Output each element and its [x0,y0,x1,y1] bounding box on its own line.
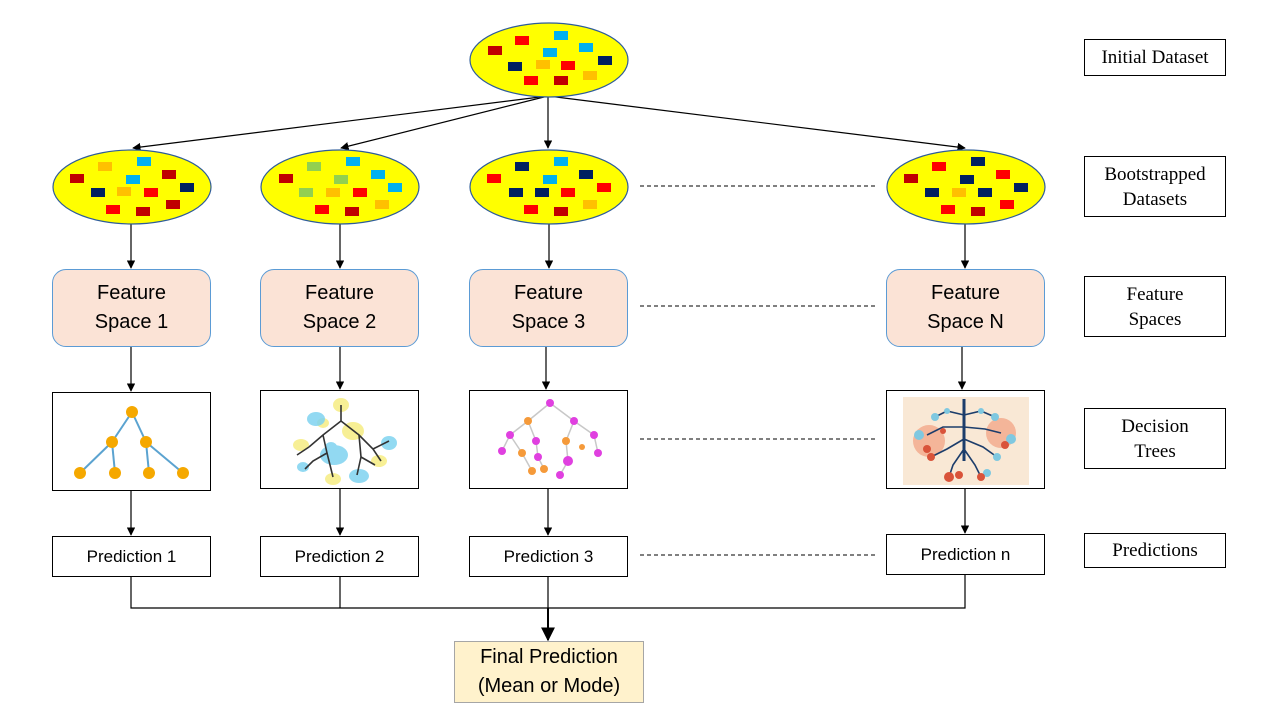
decision-tree-1 [52,392,211,491]
decision-tree-2 [260,390,419,489]
data-sample-block [561,188,575,197]
data-sample-block [554,207,568,216]
data-sample-block [904,174,918,183]
data-sample-block [70,174,84,183]
data-sample-block [371,170,385,179]
data-sample-block [941,205,955,214]
prediction-n: Prediction n [886,534,1045,575]
data-sample-block [579,170,593,179]
data-sample-block [166,200,180,209]
data-sample-block [307,162,321,171]
data-sample-block [524,205,538,214]
data-sample-block [597,183,611,192]
data-sample-block [960,175,974,184]
data-sample-block [509,188,523,197]
data-sample-block [554,31,568,40]
tree-icon [903,397,1029,485]
data-sample-block [598,56,612,65]
feature-space-3: Feature Space 3 [469,269,628,347]
data-sample-block [535,188,549,197]
initial-dataset [469,22,629,98]
data-sample-block [508,62,522,71]
data-sample-block [162,170,176,179]
data-sample-block [334,175,348,184]
data-sample-block [554,76,568,85]
data-sample-block [98,162,112,171]
data-sample-block [180,183,194,192]
tree-icon [293,398,397,485]
decision-tree-n [886,390,1045,489]
data-sample-block [583,200,597,209]
bootstrapped-dataset-3 [469,149,629,225]
data-sample-block [925,188,939,197]
data-sample-block [346,157,360,166]
final-prediction: Final Prediction (Mean or Mode) [454,641,644,703]
data-sample-block [536,60,550,69]
prediction-2: Prediction 2 [260,536,419,577]
data-sample-block [106,205,120,214]
legend-feature-spaces: Feature Spaces [1084,276,1226,337]
data-sample-block [91,188,105,197]
data-sample-block [326,188,340,197]
data-sample-block [932,162,946,171]
prediction-3: Prediction 3 [469,536,628,577]
data-sample-block [117,187,131,196]
data-sample-block [299,188,313,197]
legend-initial-dataset: Initial Dataset [1084,39,1226,76]
data-sample-block [579,43,593,52]
data-sample-block [515,36,529,45]
data-sample-block [345,207,359,216]
tree-icon [74,406,189,479]
data-sample-block [353,188,367,197]
bootstrapped-dataset-n [886,149,1046,225]
data-sample-block [136,207,150,216]
data-sample-block [488,46,502,55]
prediction-1: Prediction 1 [52,536,211,577]
data-sample-block [126,175,140,184]
data-sample-block [971,207,985,216]
feature-space-n: Feature Space N [886,269,1045,347]
decision-tree-3 [469,390,628,489]
data-sample-block [554,157,568,166]
data-sample-block [524,76,538,85]
data-sample-block [1014,183,1028,192]
data-sample-block [388,183,402,192]
data-sample-block [971,157,985,166]
data-sample-block [315,205,329,214]
legend-decision-trees: Decision Trees [1084,408,1226,469]
data-sample-block [952,188,966,197]
data-sample-block [561,61,575,70]
tree-icon [498,399,602,479]
data-sample-block [487,174,501,183]
data-sample-block [583,71,597,80]
arrow-to-bootstrap-1 [132,95,549,152]
data-sample-block [515,162,529,171]
data-sample-block [137,157,151,166]
data-sample-block [996,170,1010,179]
data-sample-block [375,200,389,209]
arrow-to-bootstrap-2 [340,95,549,151]
data-sample-block [144,188,158,197]
bootstrapped-dataset-1 [52,149,212,225]
data-sample-block [543,175,557,184]
legend-predictions: Predictions [1084,533,1226,568]
data-sample-block [543,48,557,57]
feature-space-1: Feature Space 1 [52,269,211,347]
data-sample-block [1000,200,1014,209]
feature-space-2: Feature Space 2 [260,269,419,347]
arrow-to-bootstrap-n [547,95,966,152]
data-sample-block [978,188,992,197]
data-sample-block [279,174,293,183]
legend-bootstrapped-datasets: Bootstrapped Datasets [1084,156,1226,217]
bootstrapped-dataset-2 [260,149,420,225]
